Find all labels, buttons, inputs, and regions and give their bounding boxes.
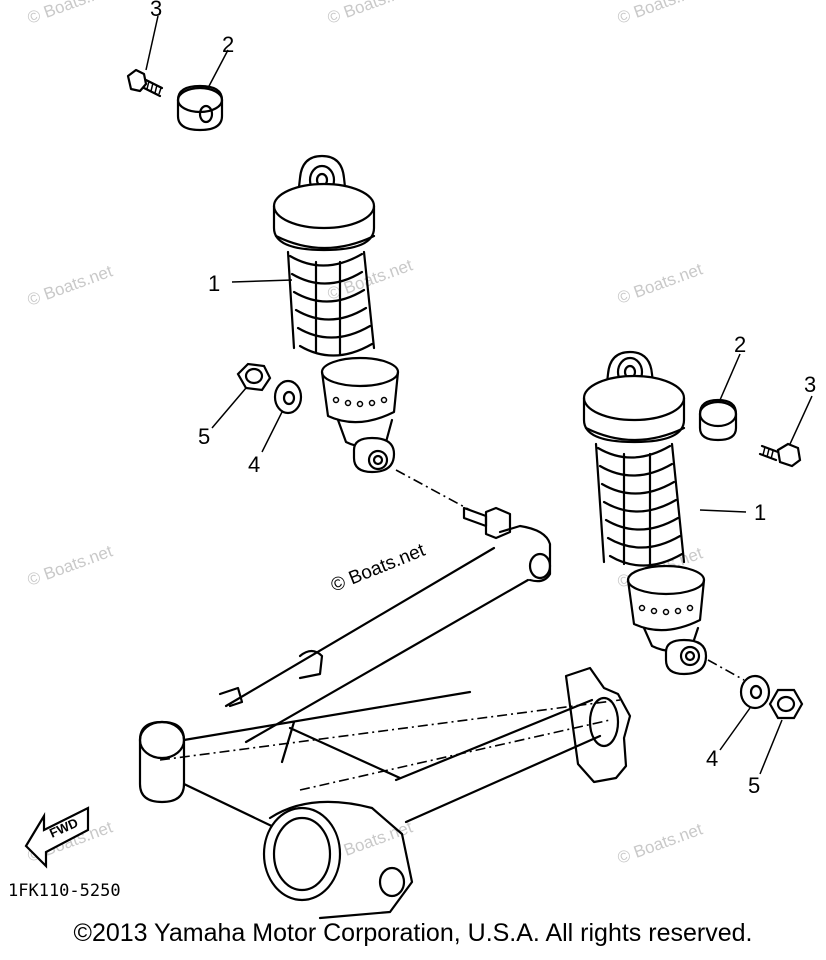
washer-right: [739, 674, 771, 710]
bolt-left: [126, 68, 164, 98]
assembly-centerline: [395, 469, 471, 511]
leader-line: [207, 49, 229, 89]
leader-line: [145, 15, 159, 71]
swingarm: [138, 506, 632, 920]
leader-line: [699, 509, 747, 513]
callout-number: 4: [248, 452, 260, 477]
leader-line: [789, 395, 813, 445]
collar-right: [698, 398, 738, 442]
watermark: © Boats.net: [615, 819, 705, 867]
callout-number: 2: [734, 332, 746, 357]
watermark: © Boats.net: [325, 0, 415, 28]
callout-number: 1: [754, 500, 766, 525]
nut-right: [768, 688, 804, 720]
watermark-layer: © Boats.net © Boats.net © Boats.net © Bo…: [25, 0, 705, 868]
watermark: © Boats.net: [615, 0, 705, 28]
collar-left: [176, 84, 224, 132]
fwd-arrow: FWD: [24, 806, 90, 869]
callout-number: 4: [706, 746, 718, 771]
watermark: © Boats.net: [25, 261, 115, 309]
leader-line: [231, 279, 293, 283]
part-code: 1FK110-5250: [8, 881, 121, 901]
assembly-centerline: [707, 659, 745, 681]
leader-line: [211, 387, 247, 429]
callout-number: 5: [748, 773, 760, 798]
adjuster-holes: [638, 604, 694, 616]
watermark: © Boats.net: [615, 259, 705, 307]
adjuster-holes: [332, 396, 388, 408]
callout-number: 5: [198, 424, 210, 449]
leader-line: [261, 411, 283, 453]
watermark: © Boats.net: [25, 541, 115, 589]
shock-absorber-right: [582, 350, 708, 676]
copyright-notice: ©2013 Yamaha Motor Corporation, U.S.A. A…: [73, 919, 753, 947]
washer-left: [273, 379, 303, 415]
nut-left: [236, 362, 272, 392]
callout-number: 2: [222, 32, 234, 57]
center-watermark: © Boats.net: [328, 540, 429, 597]
callout-number: 3: [150, 0, 162, 21]
shock-absorber-left: [272, 154, 400, 474]
bolt-right: [758, 442, 802, 468]
leader-line: [719, 353, 741, 401]
callout-number: 1: [208, 271, 220, 296]
leader-line: [759, 719, 783, 775]
watermark: © Boats.net: [25, 0, 115, 28]
callout-number: 3: [804, 372, 816, 397]
leader-line: [719, 707, 751, 751]
